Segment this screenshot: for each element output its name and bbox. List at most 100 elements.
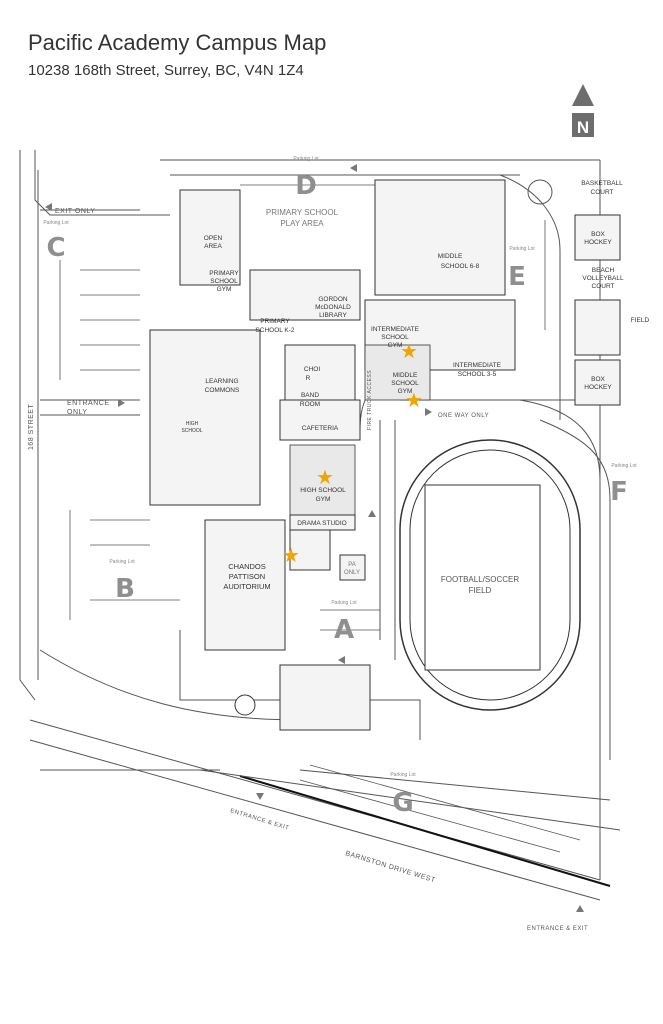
road-network: [19, 150, 621, 901]
label-hs-gym-2: GYM: [316, 496, 331, 503]
label-drama-studio: DRAMA STUDIO: [297, 520, 346, 527]
compass-label: N: [577, 118, 589, 137]
label-cafeteria: CAFETERIA: [302, 425, 339, 432]
star-icon: ★: [316, 467, 334, 489]
label-auditorium-3: AUDITORIUM: [223, 582, 270, 591]
compass: N: [572, 84, 594, 137]
label-primary-k2-1: PRIMARY: [260, 318, 290, 325]
arrow-icon: [350, 164, 357, 172]
pa-only-building: [339, 554, 366, 581]
lot-letter-c: C: [46, 233, 65, 263]
label-auditorium-2: PATTISON: [229, 572, 265, 581]
arrow-icon: [45, 203, 52, 211]
label-intermediate-gym-1: INTERMEDIATE: [371, 326, 420, 333]
label-band-1: BAND: [301, 392, 319, 399]
high-school-building: [149, 329, 261, 506]
lot-label-e: Parking Lot: [509, 246, 535, 252]
lot-letter-a: A: [334, 615, 354, 645]
label-play-area-1: PRIMARY SCHOOL: [266, 208, 339, 217]
label-box-hockey-1a: BOX: [591, 231, 605, 238]
label-learning-commons-1: LEARNING: [205, 378, 238, 385]
label-entrance-only-2: ONLY: [67, 409, 88, 416]
label-choir-2: R: [306, 375, 311, 382]
star-markers: ★ ★ ★ ★: [282, 341, 423, 567]
label-basketball-1: BASKETBALL: [581, 180, 623, 187]
label-library-2: McDONALD: [315, 304, 351, 311]
label-volleyball-3: COURT: [592, 283, 615, 290]
lot-label-c: Parking Lot: [43, 220, 69, 226]
label-entrance-exit-1: ENTRANCE & EXIT: [229, 808, 289, 832]
star-icon: ★: [282, 545, 300, 567]
label-primary-gym-2: SCHOOL: [210, 278, 238, 285]
label-primary-gym-3: GYM: [217, 286, 232, 293]
arrow-icon: [256, 793, 264, 800]
label-library-3: LIBRARY: [319, 312, 347, 319]
parking-lot-labels: D Parking Lot C Parking Lot E Parking Lo…: [43, 156, 637, 818]
lot-letter-g: G: [392, 788, 413, 818]
lot-letter-b: B: [115, 574, 135, 604]
star-icon: ★: [400, 341, 418, 363]
box-hockey-1: [574, 214, 621, 261]
high-school-gym-building: [289, 444, 356, 516]
lot-label-d: Parking Lot: [293, 156, 319, 162]
chapel-building: [279, 664, 371, 731]
label-middle-school-2: SCHOOL 6-8: [441, 263, 480, 270]
lot-label-a: Parking Lot: [331, 600, 357, 606]
sports-courts: [527, 179, 621, 406]
label-one-way: ONE WAY ONLY: [438, 413, 489, 419]
label-open-area-1: OPEN: [204, 235, 223, 242]
beach-volleyball-court: [574, 299, 621, 356]
label-play-area-2: PLAY AREA: [280, 219, 324, 228]
label-primary-k2-2: SCHOOL K-2: [255, 327, 295, 334]
label-middle-gym-2: SCHOOL: [391, 380, 419, 387]
arrow-icon: [368, 510, 376, 517]
lot-letter-e: E: [508, 262, 526, 292]
auditorium-building: [204, 519, 286, 651]
arrow-icon: [338, 656, 345, 664]
label-open-area-2: AREA: [204, 243, 222, 250]
cafeteria-building: [279, 399, 361, 441]
middle-school-building: [374, 179, 506, 296]
label-box-hockey-2a: BOX: [591, 376, 605, 383]
label-intermediate-3-5-1: INTERMEDIATE: [453, 362, 502, 369]
primary-school-building: [179, 189, 241, 286]
label-fire-truck: FIRE TRUCK ACCESS: [367, 370, 373, 430]
building-labels: PRIMARY SCHOOL PLAY AREA OPEN AREA PRIMA…: [181, 180, 649, 595]
choir-band-building: [284, 344, 356, 401]
parking-stalls: [59, 184, 581, 853]
label-box-hockey-1b: HOCKEY: [584, 239, 612, 246]
label-auditorium-1: CHANDOS: [228, 562, 266, 571]
arrow-icon: [576, 905, 584, 912]
label-choir-1: CHOI: [304, 366, 320, 373]
lot-letter-d: D: [295, 171, 317, 201]
label-basketball-2: COURT: [591, 189, 614, 196]
label-barnston: BARNSTON DRIVE WEST: [344, 850, 436, 884]
label-box-hockey-2b: HOCKEY: [584, 384, 612, 391]
label-learning-commons-2: COMMONS: [205, 387, 240, 394]
label-middle-gym-3: GYM: [398, 388, 413, 395]
label-exit-only: EXIT ONLY: [55, 208, 95, 215]
label-library-1: GORDON: [318, 296, 348, 303]
lot-label-f: Parking Lot: [611, 463, 637, 469]
football-field: [399, 439, 581, 711]
label-middle-gym-1: MIDDLE: [393, 372, 418, 379]
map-address: 10238 168th Street, Surrey, BC, V4N 1Z4: [28, 62, 304, 79]
buildings: [149, 179, 516, 731]
label-pa-2: ONLY: [344, 570, 360, 576]
label-high-school-1: HIGH: [186, 421, 199, 427]
compass-arrow-icon: [572, 84, 594, 106]
lot-label-b: Parking Lot: [109, 559, 135, 565]
arrow-icon: [118, 399, 125, 407]
label-entrance-exit-2: ENTRANCE & EXIT: [527, 926, 588, 932]
label-intermediate-gym-3: GYM: [388, 342, 403, 349]
label-field: FIELD: [631, 317, 650, 324]
lot-label-g: Parking Lot: [390, 772, 416, 778]
primary-k2-building: [249, 269, 361, 321]
label-band-2: ROOM: [300, 401, 320, 408]
lot-letter-f: F: [610, 477, 628, 507]
label-intermediate-gym-2: SCHOOL: [381, 334, 409, 341]
label-volleyball-1: BEACH: [592, 267, 615, 274]
map-title: Pacific Academy Campus Map: [28, 30, 327, 55]
star-icon: ★: [405, 390, 423, 412]
